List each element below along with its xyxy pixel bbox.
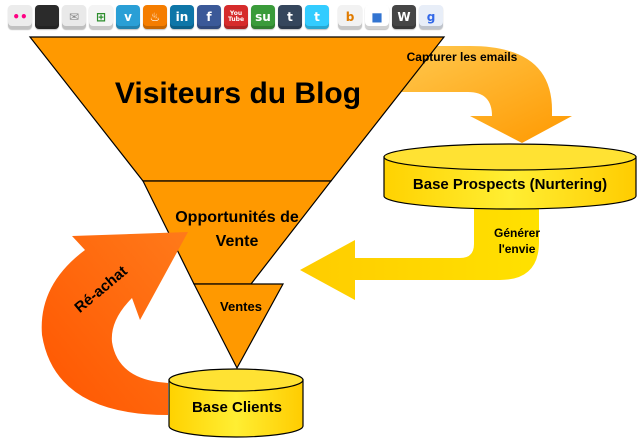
blogger-icon[interactable]: ♨ bbox=[143, 5, 167, 29]
prospects-database-label: Base Prospects (Nurtering) bbox=[413, 176, 607, 193]
stumbleupon-icon[interactable]: su bbox=[251, 5, 275, 29]
capture-arrow-label: Capturer les emails bbox=[407, 50, 518, 64]
clients-database bbox=[168, 368, 304, 438]
twitter-icon[interactable]: t bbox=[305, 5, 329, 29]
apple-icon[interactable] bbox=[35, 5, 59, 29]
prospects-database bbox=[383, 143, 637, 210]
funnel-top-label: Visiteurs du Blog bbox=[115, 77, 361, 110]
windows-icon[interactable]: ⊞ bbox=[89, 5, 113, 29]
google-icon[interactable]: g bbox=[419, 5, 443, 29]
funnel-middle-label-line2: Vente bbox=[216, 233, 259, 250]
linkedin-icon[interactable]: in bbox=[170, 5, 194, 29]
generate-arrow bbox=[300, 205, 539, 300]
youtube-icon[interactable]: You Tube bbox=[224, 5, 248, 29]
delicious-icon[interactable]: ■ bbox=[365, 5, 389, 29]
funnel-bottom-section bbox=[193, 283, 285, 370]
clients-database-label: Base Clients bbox=[192, 399, 282, 416]
funnel-middle-label-line1: Opportunités de bbox=[175, 209, 299, 226]
blinklist-icon[interactable]: b bbox=[338, 5, 362, 29]
vimeo-icon[interactable]: v bbox=[116, 5, 140, 29]
email-icon[interactable]: ✉ bbox=[62, 5, 86, 29]
tumblr-icon[interactable]: t bbox=[278, 5, 302, 29]
generate-arrow-label-line1: Générer bbox=[494, 226, 540, 240]
funnel-bottom-label: Ventes bbox=[220, 299, 262, 314]
facebook-icon[interactable]: f bbox=[197, 5, 221, 29]
flickr-icon[interactable]: •• bbox=[8, 5, 32, 29]
wordpress-icon[interactable]: W bbox=[392, 5, 416, 29]
generate-arrow-label-line2: l'envie bbox=[499, 242, 536, 256]
repurchase-arrow bbox=[41, 232, 188, 415]
